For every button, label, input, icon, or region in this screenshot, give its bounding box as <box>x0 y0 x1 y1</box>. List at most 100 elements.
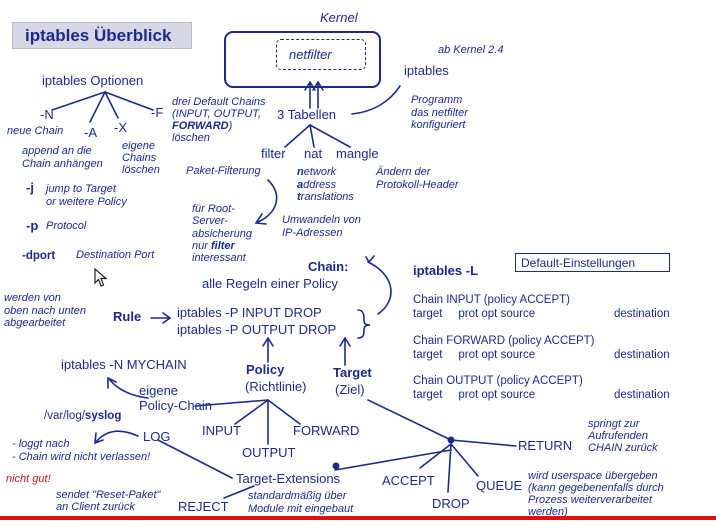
option-j: -j <box>26 180 34 195</box>
chain-output-dest: destination <box>614 389 670 401</box>
list-command: iptables -L <box>413 263 479 278</box>
rule-line-2: iptables -P OUTPUT DROP <box>177 322 337 337</box>
kernel-label: Kernel <box>320 10 358 25</box>
netfilter-label: netfilter <box>289 47 332 62</box>
netfilter-box <box>276 39 366 70</box>
filter-desc: Paket-Filterung <box>186 165 261 177</box>
option-n-desc: neue Chain <box>7 125 64 137</box>
program-note: Programm das netfilter konfiguriert <box>411 94 468 132</box>
reject-note: sendet "Reset-Paket" an Client zurück <box>56 489 161 514</box>
options-branch-n <box>51 91 106 111</box>
default-settings-label: Default-Einstellungen <box>521 256 636 270</box>
options-branch-x <box>104 91 119 119</box>
policy-branch-forward <box>267 399 301 425</box>
option-j-desc: jump to Target or weitere Policy <box>46 183 127 208</box>
mouse-pointer-icon <box>94 268 108 287</box>
router-note: für Root- Server- absicherung nur filter… <box>192 203 252 265</box>
option-dport: -dport <box>22 250 56 262</box>
option-f: -F <box>151 105 164 120</box>
mychain-arrow <box>107 376 149 399</box>
option-dport-desc: Destination Port <box>76 249 155 261</box>
target-label: Target <box>333 365 372 380</box>
target-arrow <box>339 336 351 366</box>
table-mangle: mangle <box>336 146 379 161</box>
target-to-node <box>367 399 452 441</box>
tables-branch-nat <box>309 124 315 148</box>
syslog-path: /var/log/syslog <box>44 410 122 422</box>
dot-branch-queue <box>450 443 479 477</box>
target-node-dot <box>447 436 455 444</box>
chain-heading: Chain: <box>308 259 349 274</box>
nat-desc: network address translations <box>297 166 354 204</box>
rule-brace <box>357 309 371 339</box>
reject-warning: nicht gut! <box>6 473 51 485</box>
rule-label: Rule <box>113 309 142 324</box>
queue-label: QUEUE <box>476 478 523 493</box>
option-f-desc: drei Default Chains (INPUT, OUTPUT,FORWA… <box>172 96 266 145</box>
queue-note: wird userspace übergeben (kann gegebenen… <box>528 470 664 519</box>
mychain-desc: eigene Policy-Chain <box>139 383 212 413</box>
syslog-arrow <box>94 430 139 445</box>
nat-note: Umwandeln von IP-Adressen <box>282 214 361 239</box>
chain-output-cols: target prot opt source <box>413 389 536 401</box>
return-note: springt zur Aufrufenden CHAIN zurück <box>588 418 658 455</box>
extension-node-dot <box>332 462 340 470</box>
option-a: -A <box>84 125 97 140</box>
options-heading: iptables Optionen <box>42 73 144 88</box>
page-title: iptables Überblick <box>25 26 172 45</box>
chain-forward-header: Chain FORWARD (policy ACCEPT) <box>413 335 595 347</box>
chain-input-dest: destination <box>614 308 670 320</box>
chain-forward-cols: target prot opt source <box>413 349 536 361</box>
rule-arrow <box>150 312 172 324</box>
option-x-desc: eigene Chains löschen <box>122 140 160 177</box>
option-n: -N <box>40 107 54 122</box>
tables-branch-filter <box>284 124 311 148</box>
options-branch-a <box>89 91 106 123</box>
option-p: -p <box>26 218 39 233</box>
table-nat: nat <box>304 146 323 161</box>
option-a-desc: append an die Chain anhängen <box>22 145 103 170</box>
ext-to-dot <box>334 449 452 471</box>
target-sub: (Ziel) <box>335 382 365 397</box>
title-box: iptables Überblick <box>12 22 192 49</box>
iptables-label: iptables <box>404 63 449 78</box>
progress-bar <box>0 516 716 520</box>
policy-branch-input <box>234 399 269 425</box>
tables-branch-mangle <box>309 124 351 148</box>
options-branch-f <box>104 91 154 111</box>
log-label: LOG <box>143 429 171 444</box>
builtin-forward: FORWARD <box>293 423 360 438</box>
target-extensions-note: standardmäßig über Module mit eingebaut <box>248 490 354 515</box>
chain-input-header: Chain INPUT (policy ACCEPT) <box>413 294 570 306</box>
table-filter: filter <box>261 146 286 161</box>
dot-branch-drop <box>447 443 452 493</box>
chain-desc: alle Regeln einer Policy <box>202 276 338 291</box>
mychain-command: iptables -N MYCHAIN <box>61 357 187 372</box>
drop-label: DROP <box>432 496 470 511</box>
default-settings-box: Default-Einstellungen <box>515 253 670 272</box>
option-p-desc: Protocol <box>46 220 87 232</box>
mangle-desc: Ändern der Protokoll-Header <box>376 166 459 191</box>
target-extensions-label: Target-Extensions <box>236 471 341 486</box>
log-notes: - loggt nach - Chain wird nicht verlasse… <box>12 438 151 463</box>
filter-curve-arrow <box>254 179 278 225</box>
chain-input-cols: target prot opt source <box>413 308 536 320</box>
ext-to-reject <box>223 485 255 499</box>
chain-output-header: Chain OUTPUT (policy ACCEPT) <box>413 375 583 387</box>
accept-label: ACCEPT <box>382 473 435 488</box>
policy-branch-left <box>194 399 269 407</box>
arrow-iptables-kernel <box>351 85 401 115</box>
chain-forward-dest: destination <box>614 349 670 361</box>
option-x: -X <box>114 120 127 135</box>
return-label: RETURN <box>518 438 573 453</box>
rule-order-note: werden von oben nach unten abgearbeitet <box>4 292 86 330</box>
builtin-output: OUTPUT <box>242 445 296 460</box>
policy-label: Policy <box>246 362 285 377</box>
dot-branch-accept <box>419 443 452 469</box>
kernel-box <box>224 31 381 88</box>
node-to-return <box>450 439 517 447</box>
rule-line-1: iptables -P INPUT DROP <box>177 305 322 320</box>
tables-heading: 3 Tabellen <box>277 107 337 122</box>
policy-arrow <box>262 336 274 363</box>
